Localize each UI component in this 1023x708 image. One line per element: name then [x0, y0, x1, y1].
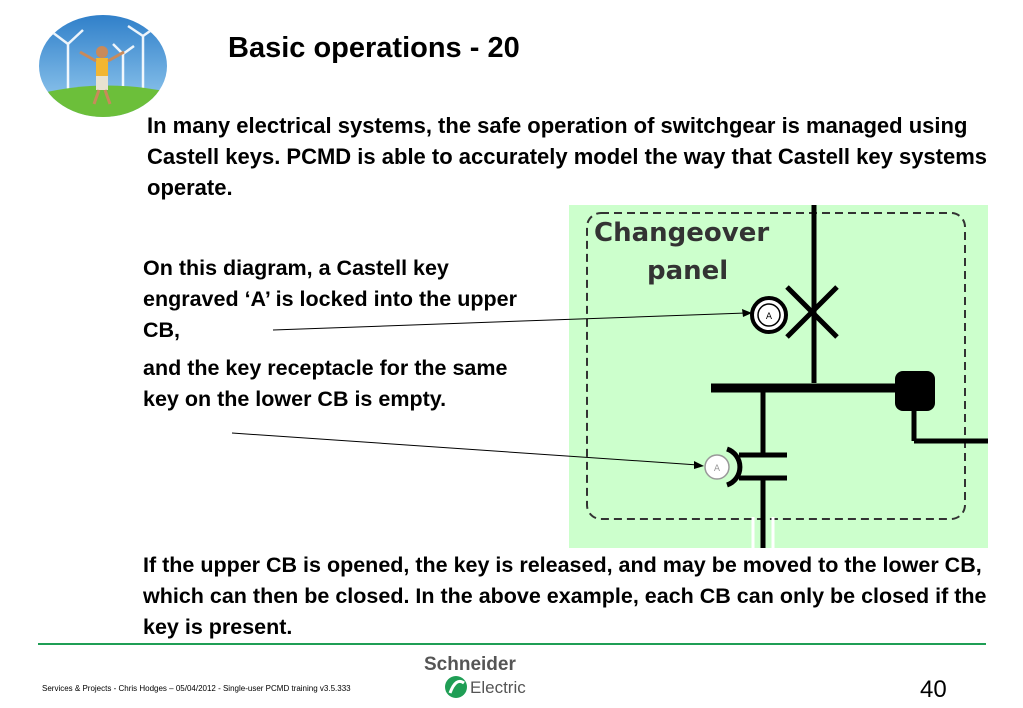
busbar-junction — [895, 371, 935, 411]
panel-label-line1: Changeover — [594, 218, 769, 248]
svg-text:Schneider: Schneider — [424, 654, 516, 675]
svg-text:Electric: Electric — [470, 678, 526, 697]
changeover-panel-diagram: Changeover panel A A — [569, 205, 988, 548]
header-photo — [39, 15, 167, 117]
lower-key-receptacle-icon: A — [704, 446, 743, 488]
brand-mark-icon — [445, 676, 467, 698]
intro-text: In many electrical systems, the safe ope… — [147, 113, 988, 200]
lower-cb-text: and the key receptacle for the same key … — [143, 356, 508, 411]
footer-text: Services & Projects - Chris Hodges – 05/… — [42, 684, 351, 693]
explanation-text: If the upper CB is opened, the key is re… — [143, 553, 987, 639]
upper-key-icon: A — [750, 296, 788, 334]
schneider-electric-logo: Schneider Electric — [424, 654, 526, 698]
svg-text:A: A — [766, 312, 773, 322]
upper-cb-text: On this diagram, a Castell key engraved … — [143, 256, 517, 342]
svg-text:A: A — [714, 464, 721, 474]
page-number: 40 — [920, 676, 947, 703]
panel-boundary — [586, 212, 966, 520]
footer-divider — [38, 643, 986, 645]
slide-title: Basic operations - 20 — [228, 32, 520, 64]
panel-label-line2: panel — [647, 256, 728, 286]
